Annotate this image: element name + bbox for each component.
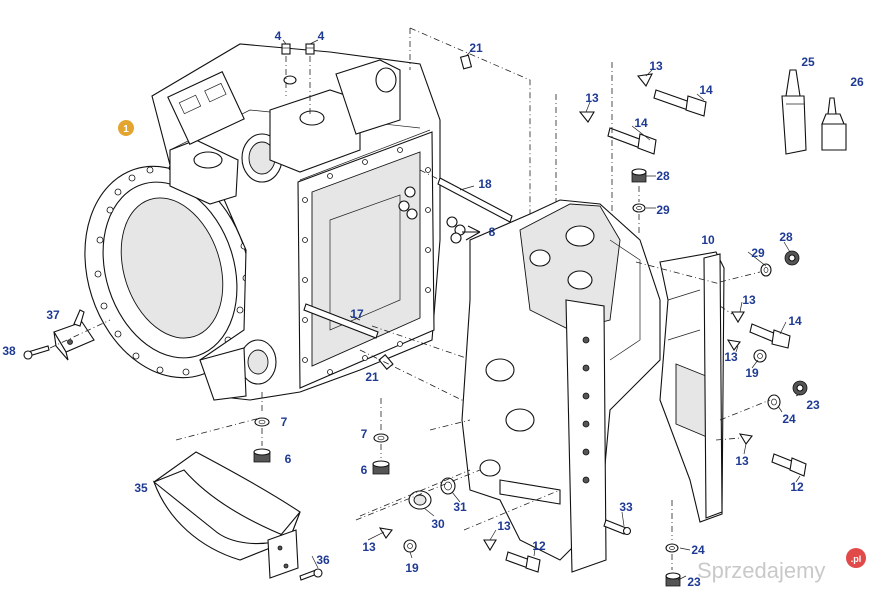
dowel-pin-21-top — [459, 54, 473, 70]
label-13f: 13 — [497, 519, 511, 533]
label-6a: 6 — [285, 452, 292, 466]
label-14c: 14 — [788, 314, 802, 328]
dowel-pin-21-bottom — [378, 354, 394, 370]
label-29a: 29 — [656, 203, 670, 217]
watermark-suffix: .pl — [851, 554, 862, 564]
washer-29-a — [632, 203, 646, 213]
cover-35 — [152, 451, 301, 579]
bracket-37 — [53, 309, 95, 361]
o-ring-31 — [440, 477, 456, 495]
label-24b: 24 — [691, 543, 705, 557]
label-21a: 21 — [469, 41, 483, 55]
label-25: 25 — [801, 55, 815, 69]
svg-text:1: 1 — [123, 124, 129, 135]
label-18: 18 — [478, 177, 492, 191]
label-28a: 28 — [656, 169, 670, 183]
label-13g: 13 — [362, 540, 376, 554]
label-19b: 19 — [405, 561, 419, 575]
washer-29-b — [760, 263, 772, 277]
label-14b: 14 — [634, 116, 648, 130]
washer-13-g — [483, 539, 497, 552]
label-24a: 24 — [782, 412, 796, 426]
plug-4-right — [305, 43, 315, 55]
label-12a: 12 — [790, 480, 804, 494]
nut-19-b — [403, 539, 417, 553]
sealant-tube-25 — [781, 69, 807, 155]
label-23b: 23 — [687, 575, 701, 589]
washer-24-a — [767, 394, 781, 410]
label-23a: 23 — [806, 398, 820, 412]
watermark: Sprzedajemy .pl — [697, 548, 866, 583]
label-21b: 21 — [365, 370, 379, 384]
bolt-14-a — [653, 89, 707, 117]
washer-13-b — [578, 111, 595, 123]
label-13e: 13 — [735, 454, 749, 468]
label-4b: 4 — [318, 29, 325, 43]
hitch-valve-block — [461, 199, 661, 573]
washer-13-a — [636, 73, 653, 88]
label-31: 31 — [453, 500, 467, 514]
label-28b: 28 — [779, 230, 793, 244]
washer-13-c — [731, 311, 745, 324]
label-35: 35 — [134, 481, 148, 495]
label-6b: 6 — [361, 463, 368, 477]
watermark-dot — [846, 548, 866, 568]
pin-33 — [603, 519, 632, 536]
washer-13-f — [378, 527, 393, 539]
label-29b: 29 — [751, 246, 765, 260]
washer-13-d — [726, 339, 741, 351]
cap-30 — [408, 490, 432, 510]
label-4a: 4 — [275, 29, 282, 43]
screw-38 — [23, 345, 50, 360]
plug-6-b — [372, 460, 390, 475]
nut-19-a — [753, 349, 767, 363]
bolt-12-b — [505, 551, 541, 573]
bolt-14-c — [749, 323, 791, 349]
label-19a: 19 — [745, 366, 759, 380]
label-7b: 7 — [361, 427, 368, 441]
label-7a: 7 — [281, 415, 288, 429]
plug-6-a — [253, 448, 271, 463]
plug-28-b — [784, 250, 800, 266]
adhesive-bottle-26 — [821, 97, 847, 151]
label-13c: 13 — [742, 293, 756, 307]
label-30: 30 — [431, 517, 445, 531]
side-cover-10 — [659, 251, 725, 523]
label-13b: 13 — [585, 91, 599, 105]
screw-36 — [299, 568, 323, 581]
part-badge-1: 1 — [118, 120, 134, 136]
label-33: 33 — [619, 500, 633, 514]
watermark-text: Sprzedajemy — [697, 558, 825, 583]
label-13a: 13 — [649, 59, 663, 73]
plug-28-a — [631, 168, 647, 183]
label-36: 36 — [316, 553, 330, 567]
label-17: 17 — [350, 307, 364, 321]
plug-4-left — [281, 43, 291, 55]
bolt-12-a — [771, 453, 807, 477]
label-10: 10 — [701, 233, 715, 247]
label-8: 8 — [489, 225, 496, 239]
bolt-14-b — [607, 127, 657, 155]
label-14a: 14 — [699, 83, 713, 97]
label-38: 38 — [2, 344, 16, 358]
plug-23-a — [792, 380, 808, 396]
label-37: 37 — [46, 308, 60, 322]
label-13d: 13 — [724, 350, 738, 364]
plug-23-b — [665, 572, 681, 587]
stud-17 — [303, 303, 379, 339]
stud-18 — [437, 177, 513, 223]
washer-13-e — [738, 433, 753, 445]
washer-7-a — [254, 417, 270, 427]
label-12b: 12 — [532, 539, 546, 553]
washer-24-b — [665, 543, 679, 553]
leader-lines — [282, 39, 801, 581]
washer-7-b — [373, 433, 389, 443]
main-housing — [84, 43, 441, 401]
label-26: 26 — [850, 75, 864, 89]
part-labels: 4 4 21 13 14 13 14 25 26 18 28 29 8 10 2… — [2, 29, 864, 589]
